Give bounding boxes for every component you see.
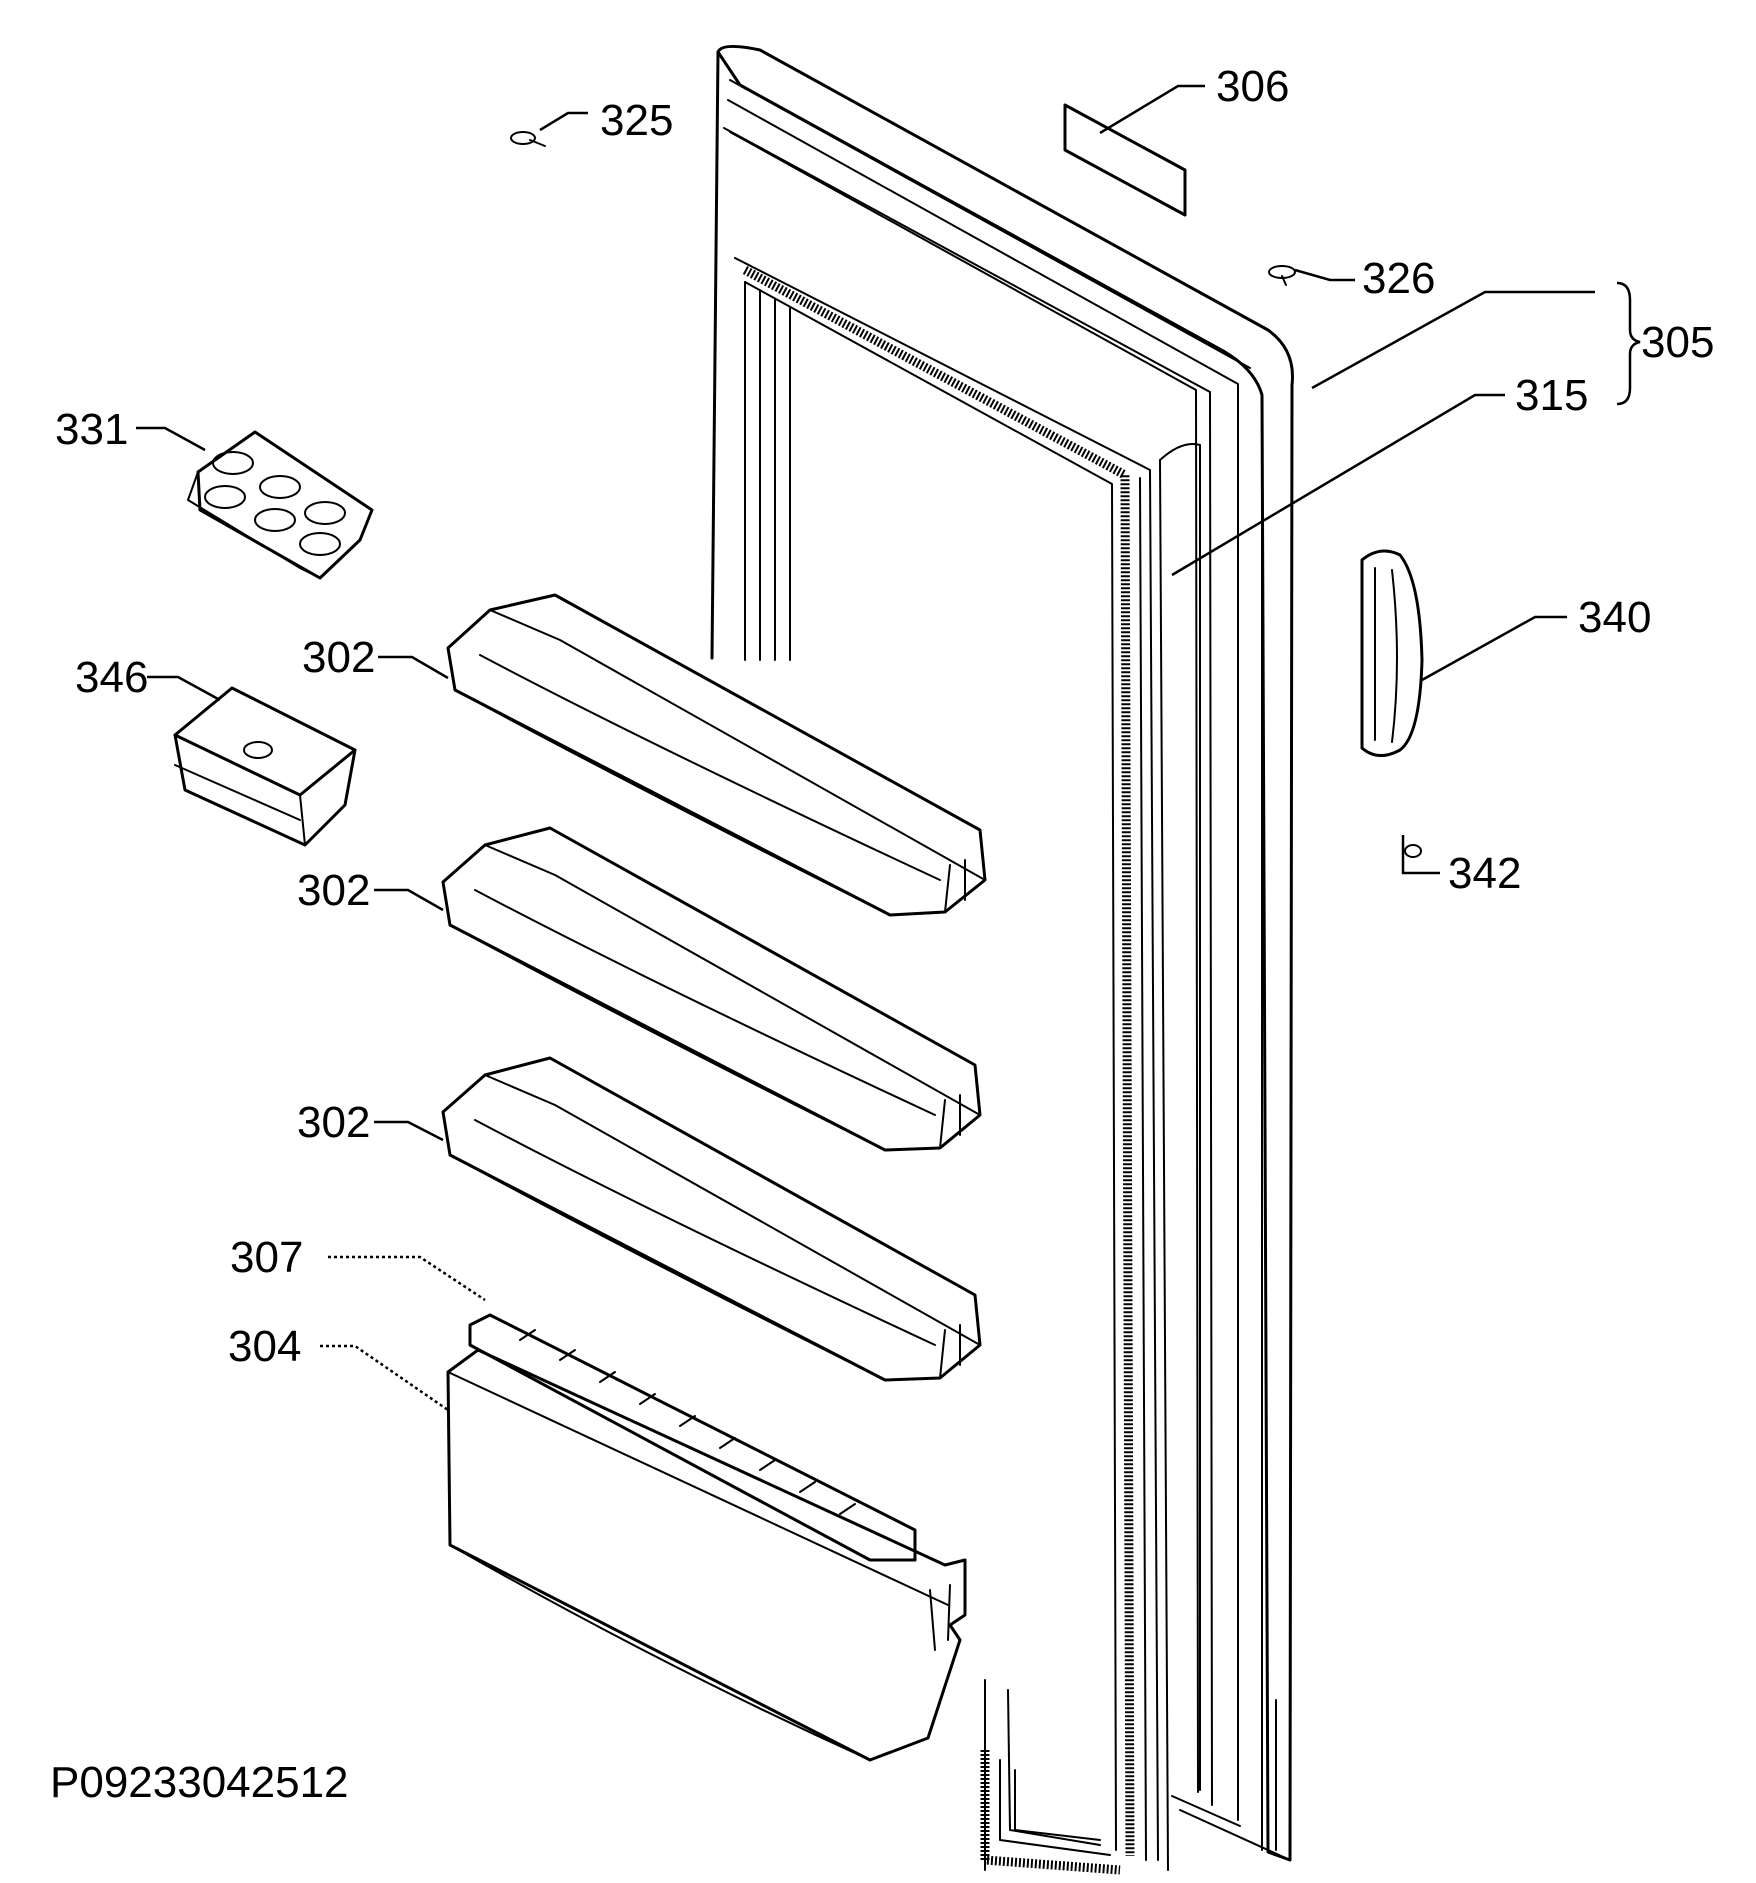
egg-tray [187,430,374,580]
callout-315: 315 [1515,371,1588,420]
callout-302-top: 302 [302,633,375,682]
rating-label [1063,103,1187,217]
inner-liner-bottom [984,1679,1101,1871]
callout-labels: 325 306 326 305 315 331 340 346 342 302 … [55,62,1714,1371]
callout-346: 346 [75,653,148,702]
door-shelf-1 [446,593,987,917]
callout-306: 306 [1216,62,1289,111]
screw-325 [510,131,546,147]
leader-lines [136,84,1595,1412]
door-shelf-3 [441,1056,982,1382]
callout-304: 304 [228,1322,301,1371]
butter-dish [173,686,357,847]
callout-302-middle: 302 [297,866,370,915]
brace-305 [1616,281,1641,406]
door-handle [1360,549,1424,757]
callout-342: 342 [1448,849,1521,898]
callout-305: 305 [1641,318,1714,367]
door-shelf-2 [441,826,982,1152]
door-panel [710,45,1294,1862]
bottle-retainer [468,1313,917,1562]
callout-307: 307 [230,1233,303,1282]
cap-342 [1404,844,1422,858]
drawing-code: P09233042512 [50,1758,349,1807]
callout-325: 325 [600,96,673,145]
screw-326 [1268,265,1296,286]
callout-302-bottom: 302 [297,1098,370,1147]
door-gasket [734,257,1201,1875]
bottle-shelf [446,1348,967,1762]
callout-326: 326 [1362,254,1435,303]
callout-340: 340 [1578,593,1651,642]
callout-331: 331 [55,405,128,454]
